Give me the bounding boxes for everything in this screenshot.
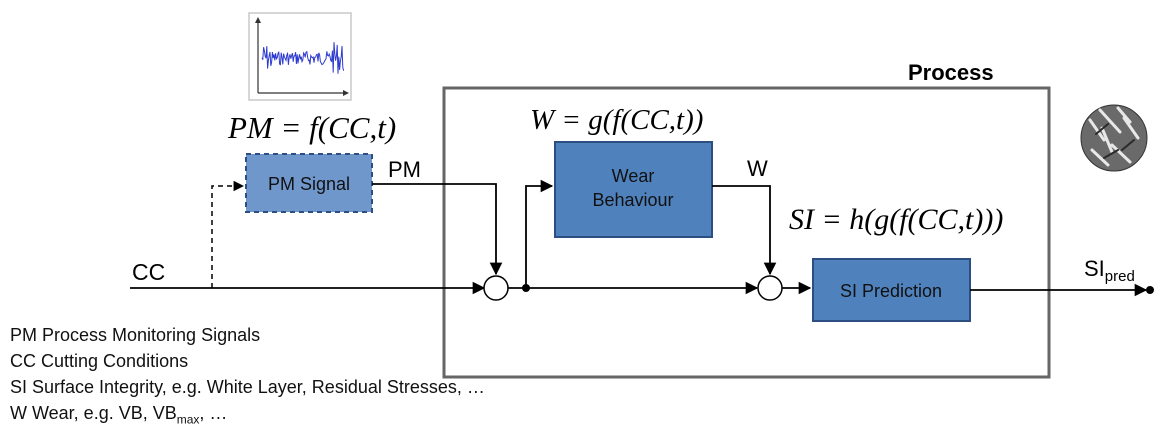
wear-box-label-line1: Wear <box>612 166 655 186</box>
si-pred-subscript: pred <box>1105 268 1135 285</box>
signal-plot-thumbnail <box>248 12 352 101</box>
summing-junction-2 <box>757 275 783 301</box>
legend-w-prefix: W Wear, e.g. VB, VB <box>10 403 177 423</box>
process-label: Process <box>908 60 994 85</box>
w-formula: W = g(f(CC,t)) <box>530 104 703 136</box>
cc-signal-label: CC <box>132 259 165 285</box>
wear-behaviour-box <box>554 141 713 238</box>
wear-output-line <box>712 185 777 276</box>
surface-micrograph-image <box>1080 104 1148 172</box>
si-prediction-box <box>812 258 971 322</box>
si-pred-base: SI <box>1084 256 1105 281</box>
legend-w-suffix: , … <box>199 403 228 423</box>
legend: PM Process Monitoring Signals CC Cutting… <box>10 322 485 433</box>
si-formula: SI = h(g(f(CC,t))) <box>789 203 1003 236</box>
summing-junction-1 <box>483 275 509 301</box>
pm-signal-box <box>245 153 373 213</box>
legend-w: W Wear, e.g. VB, VBmax, … <box>10 400 485 433</box>
w-signal-label: W <box>747 156 768 181</box>
cc-to-pm-dashed-line <box>211 180 245 288</box>
wear-box-label-line2: Behaviour <box>592 190 673 210</box>
pm-signal-box-label: PM Signal <box>268 174 350 194</box>
output-dot <box>1146 286 1154 294</box>
pm-formula: PM = f(CC,t) <box>227 110 396 145</box>
to-wear-line <box>525 179 554 288</box>
legend-w-sub: max <box>176 412 200 427</box>
legend-cc: CC Cutting Conditions <box>10 351 189 371</box>
si-prediction-box-label: SI Prediction <box>840 281 942 301</box>
pm-output-line <box>372 183 503 276</box>
si-pred-label: SIpred <box>1084 256 1135 285</box>
legend-si: SI Surface Integrity, e.g. White Layer, … <box>10 377 485 397</box>
process-boundary <box>442 86 1051 379</box>
legend-pm: PM Process Monitoring Signals <box>10 325 261 345</box>
pm-signal-label: PM <box>388 157 421 182</box>
